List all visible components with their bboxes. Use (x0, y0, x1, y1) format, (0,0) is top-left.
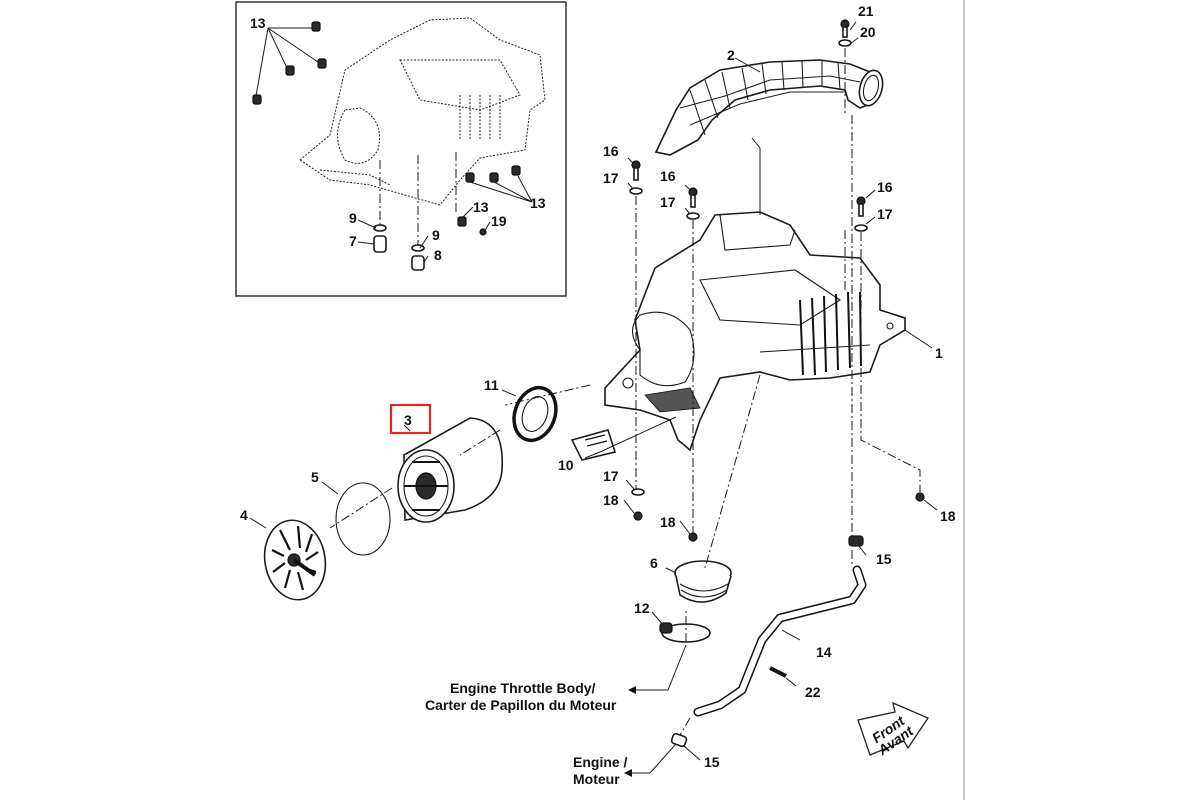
inset-nut (317, 58, 327, 69)
label-lines (584, 434, 608, 447)
callout-17: 17 (603, 468, 619, 484)
hose-fitting-top (848, 535, 864, 547)
centerlines (329, 48, 921, 736)
inset-callout-13: 13 (250, 15, 266, 31)
air-filter (397, 417, 503, 523)
hose-clamp (659, 622, 711, 643)
callout-20: 20 (860, 24, 876, 40)
inset-nut (252, 94, 262, 105)
end-cover (263, 519, 327, 601)
throttle-body-note-fr: Carter de Papillon du Moteur (425, 697, 617, 713)
inset-frame (235, 1, 567, 297)
callout-16: 16 (877, 179, 893, 195)
callout-15: 15 (876, 551, 892, 567)
inset-callout-9: 9 (349, 210, 357, 226)
callout-21: 21 (858, 3, 874, 19)
inset-plug (373, 235, 387, 253)
hose-fitting-bottom (670, 732, 688, 748)
engine-note-fr: Moteur (573, 771, 620, 787)
warning-label (570, 429, 617, 461)
callout-18: 18 (660, 514, 676, 530)
throttle-adapter (674, 560, 732, 603)
throttle-body-note-en: Engine Throttle Body/ (450, 680, 596, 696)
inset-callout-7: 7 (349, 233, 357, 249)
inset-cap (411, 255, 425, 271)
page-edge-right (963, 0, 965, 800)
callouts: 21 20 2 16 17 16 17 16 17 1 11 3 5 4 10 … (240, 3, 956, 770)
callout-4: 4 (240, 507, 248, 523)
callout-16: 16 (660, 168, 676, 184)
callout-16: 16 (603, 143, 619, 159)
inset-centerlines (379, 152, 457, 246)
engine-note-en: Engine / (573, 754, 628, 770)
callout-leaders (249, 21, 938, 774)
callout-17: 17 (660, 194, 676, 210)
arrowhead-engine (624, 769, 632, 777)
callout-17: 17 (877, 206, 893, 222)
callout-22: 22 (805, 684, 821, 700)
callout-6: 6 (650, 555, 658, 571)
inset-nut (465, 172, 475, 183)
callout-18: 18 (603, 492, 619, 508)
breather-hose (693, 565, 867, 717)
intake-duct (654, 59, 884, 156)
inset-callout-8: 8 (434, 247, 442, 263)
o-ring (335, 482, 391, 556)
callout-2: 2 (727, 47, 735, 63)
inset-callout-19: 19 (491, 213, 507, 229)
callout-12: 12 (634, 600, 650, 616)
inset-airbox (299, 17, 546, 206)
fasteners (629, 19, 925, 542)
inset-callout-9: 9 (432, 227, 440, 243)
callout-15: 15 (704, 754, 720, 770)
callout-5: 5 (311, 469, 319, 485)
inset-nut (457, 216, 467, 227)
filter-seal (512, 385, 558, 443)
inset-nut (311, 21, 321, 32)
inset-nut (285, 65, 295, 76)
callout-11: 11 (484, 377, 499, 393)
inset-leaders (255, 27, 533, 263)
callout-3: 3 (404, 412, 412, 428)
highlight-box-part-3 (389, 403, 432, 435)
callout-17: 17 (603, 170, 619, 186)
callout-1: 1 (935, 345, 943, 361)
small-screw (769, 666, 787, 678)
inset-callout-13: 13 (530, 195, 546, 211)
callout-14: 14 (816, 644, 832, 660)
inset-nut (511, 165, 521, 176)
airbox-housing (604, 211, 906, 452)
inset-callout-13: 13 (473, 199, 489, 215)
inset-view: 13 13 13 19 9 9 7 8 (235, 1, 567, 297)
inset-nut (489, 172, 499, 183)
arrowhead-throttle (628, 686, 636, 694)
front-direction-arrow: Front Avant (857, 701, 929, 759)
callout-10: 10 (558, 457, 574, 473)
callout-18: 18 (940, 508, 956, 524)
